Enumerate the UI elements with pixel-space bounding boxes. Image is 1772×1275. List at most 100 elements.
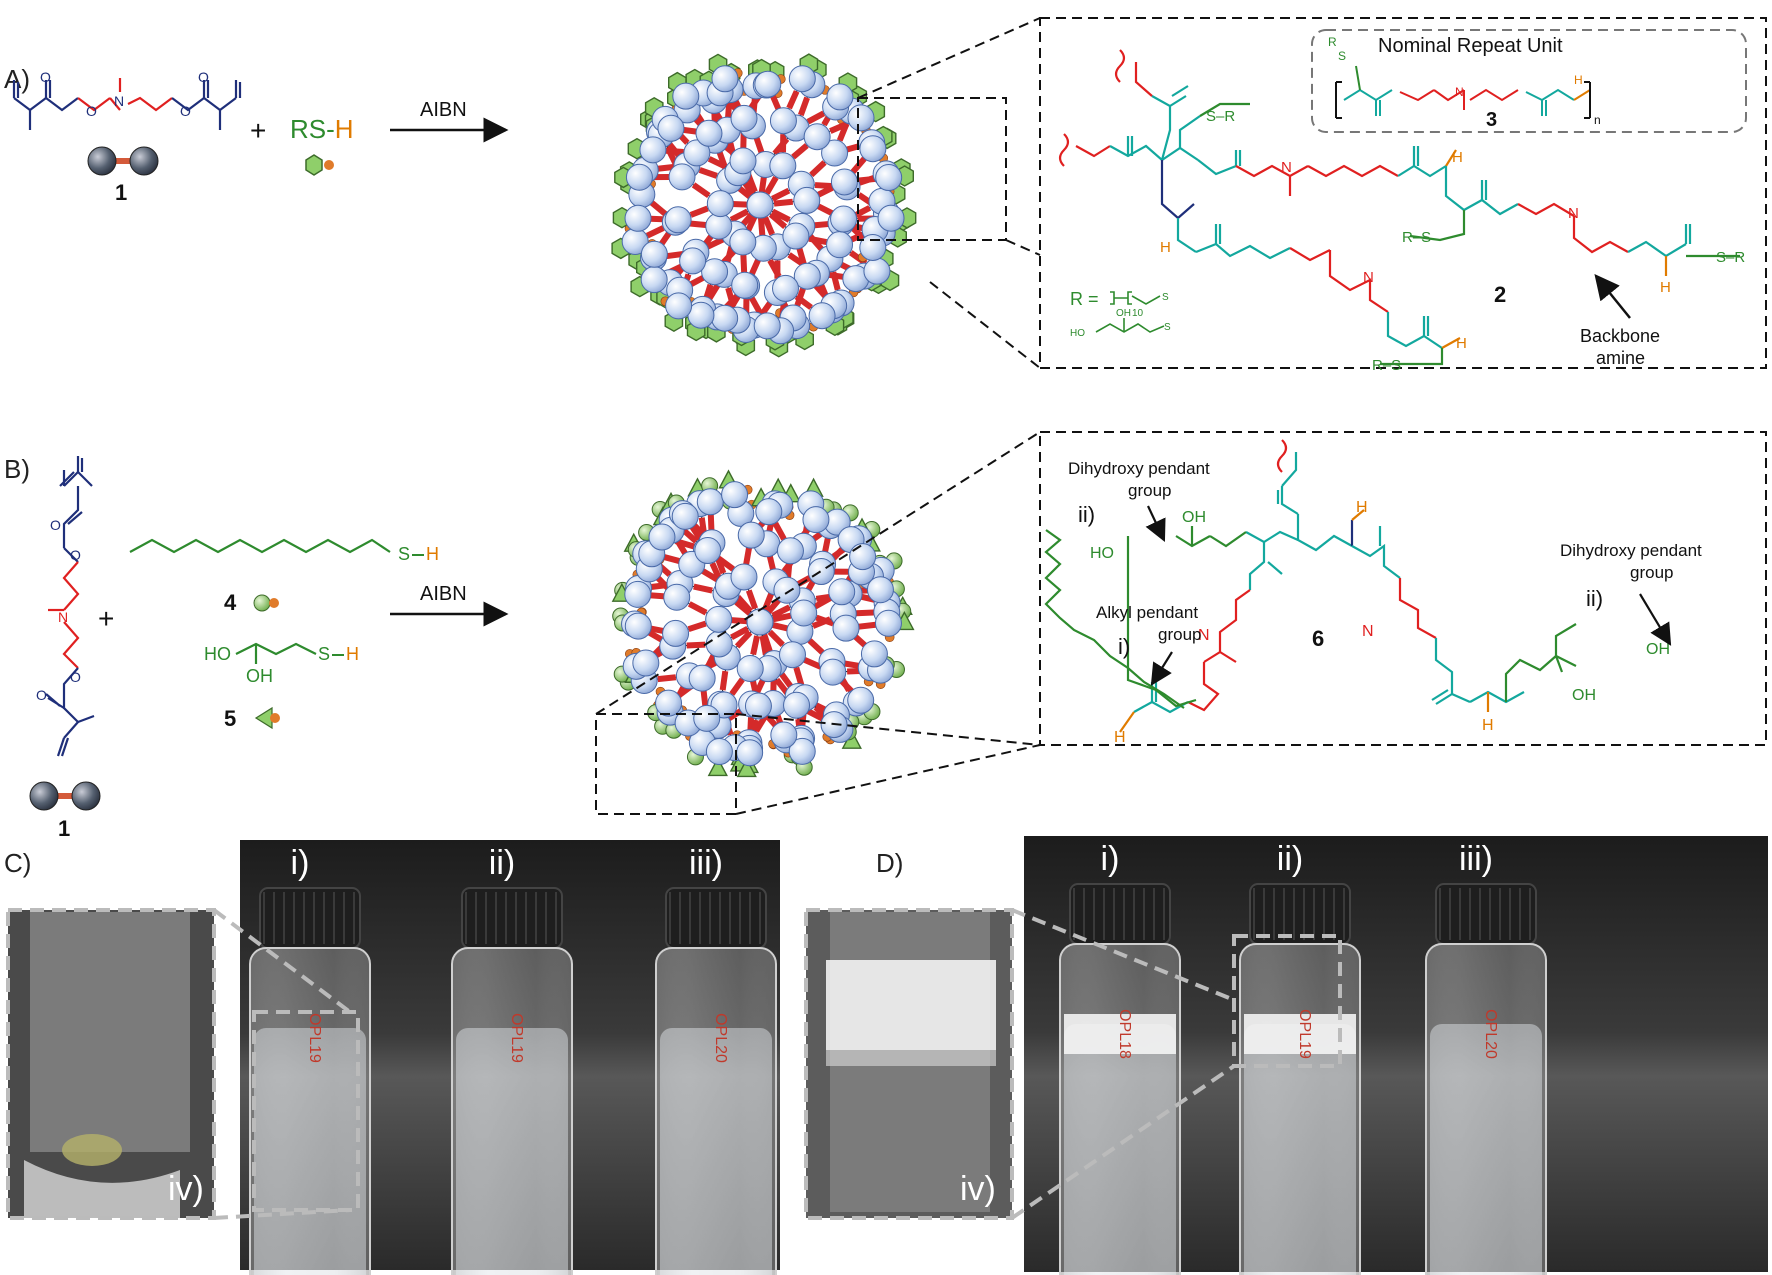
polymer-bead: [744, 692, 772, 720]
polymer-link: [689, 205, 709, 218]
compound-label-2: 2: [1494, 282, 1506, 307]
polymer-link: [852, 633, 868, 649]
inset-d-label: iv): [960, 1170, 996, 1208]
polymer-link: [648, 625, 665, 635]
polymer-bead: [832, 614, 860, 642]
repeat-unit-structure: [1335, 65, 1591, 119]
polymer-link: [681, 126, 698, 135]
vial-mark: OPL20: [712, 1013, 729, 1063]
polymer-bead: [624, 580, 652, 608]
polymer-link: [663, 554, 681, 565]
compound-label-3: 3: [1486, 109, 1497, 131]
inset-d: [804, 908, 1014, 1220]
panel-b-label: B): [4, 454, 30, 484]
polymer-bead: [847, 104, 875, 132]
inset-link: [1011, 908, 1235, 1002]
atom-r: R: [1328, 35, 1337, 49]
compound-label-6: 6: [1312, 626, 1324, 651]
polymer-link: [816, 184, 835, 198]
atom-h: H: [1452, 149, 1463, 166]
vial-foam: [1064, 1014, 1176, 1054]
polymer-link: [791, 143, 809, 160]
polymer-link: [767, 258, 782, 278]
polymer-bead: [788, 65, 816, 93]
polymer-link: [771, 621, 789, 632]
polymer-link: [748, 258, 762, 276]
polymer-link: [759, 635, 769, 656]
atom-s: S: [1338, 49, 1346, 63]
atom-h: H: [346, 644, 359, 664]
polymer-bead: [776, 537, 804, 565]
polymer-link: [748, 295, 764, 316]
atom-s: S: [1164, 322, 1171, 333]
polymer-bead: [730, 104, 758, 132]
polymer-bead: [664, 206, 692, 234]
atom-s-r: S–R: [1206, 108, 1235, 125]
polymer-link: [645, 225, 665, 239]
polymer-bead: [693, 704, 721, 732]
polymer-link: [813, 220, 830, 229]
polymer-link: [693, 583, 713, 594]
dihydroxy-label-left-2: group: [1128, 481, 1171, 500]
polymer-bead: [821, 139, 849, 167]
subscript-10: 10: [1132, 308, 1144, 319]
polymer-link: [719, 670, 729, 691]
dihydroxy-label-right-2: group: [1630, 563, 1673, 582]
atom-oh: OH: [1572, 687, 1596, 704]
atom-n: N: [58, 609, 68, 625]
vial-foam: [1244, 1014, 1356, 1054]
polymer-bead: [625, 163, 653, 191]
polymer-bead: [672, 82, 700, 110]
atom-h: H: [426, 544, 439, 564]
polymer-link: [773, 198, 794, 207]
polymer-link: [730, 625, 750, 641]
polymer-link: [674, 538, 695, 550]
polymer-bead: [826, 231, 854, 259]
zoom-box-b: [595, 713, 737, 815]
polymer-link: [771, 208, 791, 223]
atom-h: H: [1356, 499, 1368, 516]
polymer-link: [707, 513, 715, 531]
dihydroxy-marker-right: ii): [1586, 586, 1603, 611]
polymer-link: [649, 200, 668, 217]
zoom-line: [735, 744, 1041, 815]
polymer-bead: [696, 488, 724, 516]
polymer-link: [657, 163, 675, 172]
vial-body: [1425, 943, 1547, 1275]
polymer-bead: [773, 576, 801, 604]
polymer-link: [812, 283, 828, 299]
inset-c-label: iv): [168, 1170, 204, 1208]
polymer-link: [700, 689, 709, 707]
alkyl-label-2: group: [1158, 625, 1201, 644]
reagent-rsh: RS-H: [290, 114, 354, 144]
plus-sign: +: [250, 115, 266, 146]
atom-n: N: [1568, 205, 1579, 222]
dihydroxy-marker-left: ii): [1078, 502, 1095, 527]
zoom-line: [1005, 239, 1041, 256]
polymer-bead: [736, 739, 764, 767]
compound-label-1: 1: [58, 816, 70, 841]
atom-o: O: [70, 669, 81, 685]
atom-n: N: [1363, 269, 1374, 286]
arrow-icon: [1639, 593, 1672, 646]
vial-liquid: [660, 1028, 772, 1275]
polymer-bead: [847, 686, 875, 714]
atom-o: O: [40, 69, 51, 85]
atom-r-s: R–S: [1402, 229, 1431, 246]
plus-sign: +: [98, 603, 114, 634]
triangle-end-icon: [736, 757, 757, 778]
polymer-bead: [655, 689, 683, 717]
atom-o: O: [50, 517, 61, 533]
dihydroxy-label-left-1: Dihydroxy pendant: [1068, 459, 1210, 478]
polymer-link: [839, 678, 855, 694]
polymer-bead: [819, 658, 847, 686]
polymer-bead: [874, 609, 902, 637]
polymer-bead: [736, 654, 764, 682]
arrow-icon: [1150, 651, 1173, 686]
polymer-bead: [665, 292, 693, 320]
polymer-link: [806, 708, 825, 722]
polymer-bead: [694, 537, 722, 565]
atom-oh: OH: [1182, 509, 1206, 526]
polymer-link: [807, 638, 825, 655]
polymer-bead: [705, 212, 733, 240]
